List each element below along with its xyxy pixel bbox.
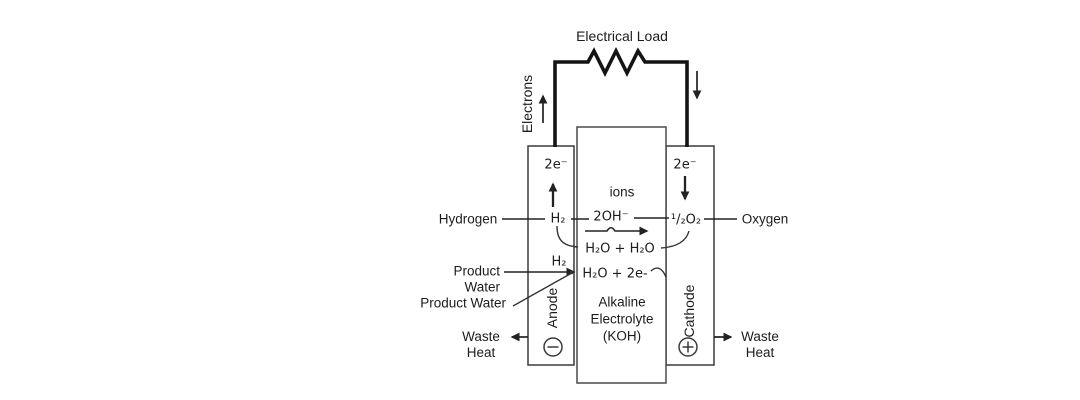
electrolyte-name-line2: Electrolyte	[590, 311, 654, 327]
oxygen-label: Oxygen	[741, 211, 789, 227]
circled-plus-icon	[678, 337, 698, 357]
cathode-box	[665, 145, 715, 366]
product-water-label: Product Water	[420, 295, 506, 311]
pointer-dot	[569, 270, 574, 275]
ion-flow-arrow-icon	[585, 226, 649, 236]
electrical-load-label: Electrical Load	[576, 28, 668, 44]
electrolyte-name-line1: Alkaline	[598, 294, 646, 310]
circuit-wire-resistor-icon	[553, 46, 689, 147]
electrolyte-box	[576, 126, 667, 384]
electron-return-hook-curve	[650, 267, 667, 278]
electrolyte-name-line3: (KOH)	[602, 328, 642, 344]
anode-electron-count: 2e⁻	[544, 157, 568, 173]
circled-minus-icon	[543, 337, 563, 357]
h2-mid-species: H₂	[551, 254, 567, 270]
anode-reaction-species: H₂O + 2e-	[582, 266, 648, 282]
hydroxide-species: 2OH⁻	[593, 209, 629, 225]
hydrogen-label: Hydrogen	[438, 211, 498, 227]
h2-to-water-curve	[556, 225, 579, 248]
cathode-label: Cathode	[681, 284, 697, 338]
water-to-oxygen-curve	[660, 230, 690, 249]
waste-heat-left-label: Waste Heat	[462, 329, 500, 360]
h2-species: H₂	[550, 211, 566, 227]
anode-label: Anode	[544, 287, 560, 329]
product-label-line2: Water	[464, 279, 500, 295]
electrolyte-name: Alkaline Electrolyte (KOH)	[590, 294, 653, 345]
cathode-electron-count: 2e⁻	[673, 157, 697, 173]
water-sum-species: H₂O + H₂O	[585, 241, 655, 257]
waste-heat-right-label: Waste Heat	[741, 329, 779, 360]
electrons-label: Electrons	[519, 74, 535, 134]
ions-label: ions	[609, 184, 635, 200]
product-label-line1: Product	[453, 263, 500, 279]
product-water-pointer-line	[512, 273, 571, 307]
half-oxygen-species: ¹/₂O₂	[670, 212, 702, 228]
